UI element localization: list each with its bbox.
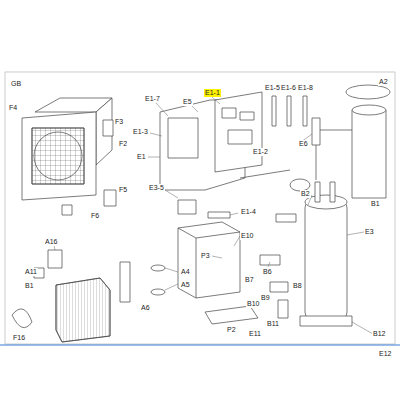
reactor: [208, 212, 230, 218]
fan-motor-support: [56, 278, 110, 342]
pcb: [215, 92, 262, 172]
callout-number: E1-5: [264, 84, 281, 92]
callout-number: E10: [240, 232, 254, 240]
callout-number: E1-7: [144, 95, 161, 103]
callout-number: E1-1: [204, 89, 221, 97]
callout-number: E1-6: [280, 84, 297, 92]
capacitor: [178, 200, 196, 214]
callout-number: A6: [140, 304, 151, 312]
callout-number: E5: [182, 98, 193, 106]
frame: [5, 72, 395, 344]
sensor: [272, 96, 276, 126]
motor-cap: [48, 250, 62, 268]
pcb-component: [222, 108, 236, 118]
callout-number: A4: [180, 268, 191, 276]
callout-number: A5: [180, 281, 191, 289]
cover-box: [178, 222, 240, 298]
propeller-fan: [12, 309, 32, 328]
callout-number: B11: [266, 320, 280, 328]
grommet: [151, 265, 165, 271]
accumulator-top: [352, 105, 386, 115]
grommet: [151, 289, 165, 295]
callout-number: E12: [378, 350, 392, 358]
discharge-pipe: [315, 182, 320, 202]
cable: [240, 170, 290, 178]
callout-number: A16: [44, 238, 58, 246]
callout-number: F16: [12, 334, 26, 342]
compressor: [305, 200, 347, 320]
callout-number: A2: [378, 78, 389, 86]
terminal-block: [168, 118, 198, 158]
service-valve: [270, 282, 288, 292]
pcb-component: [228, 130, 252, 144]
fan-ring: [34, 132, 82, 180]
callout-number: B12: [372, 330, 386, 338]
callout-number: B1: [24, 282, 35, 290]
accumulator: [352, 110, 386, 198]
sensor: [303, 96, 307, 126]
suction-pipe: [330, 182, 335, 202]
valve: [276, 214, 296, 222]
bracket: [62, 205, 72, 215]
pipe: [316, 130, 352, 180]
callout-number: GB: [10, 80, 22, 88]
callout-number: P3: [200, 252, 211, 260]
callout-number: F6: [90, 212, 100, 220]
bracket: [104, 190, 116, 206]
callout-number: E1-4: [240, 208, 257, 216]
callout-number: E6: [298, 140, 309, 148]
callout-number: E1-2: [252, 148, 269, 156]
callout-number: E3: [364, 228, 375, 236]
fan-grille: [32, 128, 84, 184]
callout-number: B2: [300, 190, 311, 198]
callout-number: F5: [118, 186, 128, 194]
service-valve: [260, 255, 280, 265]
bracket: [103, 120, 113, 136]
compressor-top: [305, 195, 347, 209]
compressor-base: [300, 316, 352, 326]
callout-number: E11: [248, 330, 262, 338]
callout-number: B7: [244, 276, 255, 284]
valve: [312, 118, 320, 145]
callout-number: E3-5: [148, 184, 165, 192]
side-panel: [96, 98, 112, 165]
callout-number: B10: [246, 300, 260, 308]
pcb-component: [240, 112, 254, 120]
callout-number: B9: [260, 294, 271, 302]
motor-bracket: [120, 262, 130, 302]
drain-plate: [205, 306, 258, 324]
callout-number: E1-3: [132, 128, 149, 136]
callout-number: B8: [292, 282, 303, 290]
callout-number: F3: [114, 118, 124, 126]
fan-grille-rim: [32, 128, 84, 184]
callout-number: B1: [370, 200, 381, 208]
callout-number: B6: [262, 268, 273, 276]
bottom-rule: [0, 344, 400, 345]
callout-number: P2: [226, 326, 237, 334]
front-panel: [22, 112, 96, 200]
callout-number: A11: [24, 268, 38, 276]
filter: [278, 300, 288, 318]
callout-number: E1-8: [297, 84, 314, 92]
callout-number: F4: [8, 104, 18, 112]
callout-number: F2: [118, 140, 128, 148]
callout-number: E1: [136, 153, 147, 161]
cap: [346, 85, 390, 99]
sensor: [287, 96, 291, 126]
